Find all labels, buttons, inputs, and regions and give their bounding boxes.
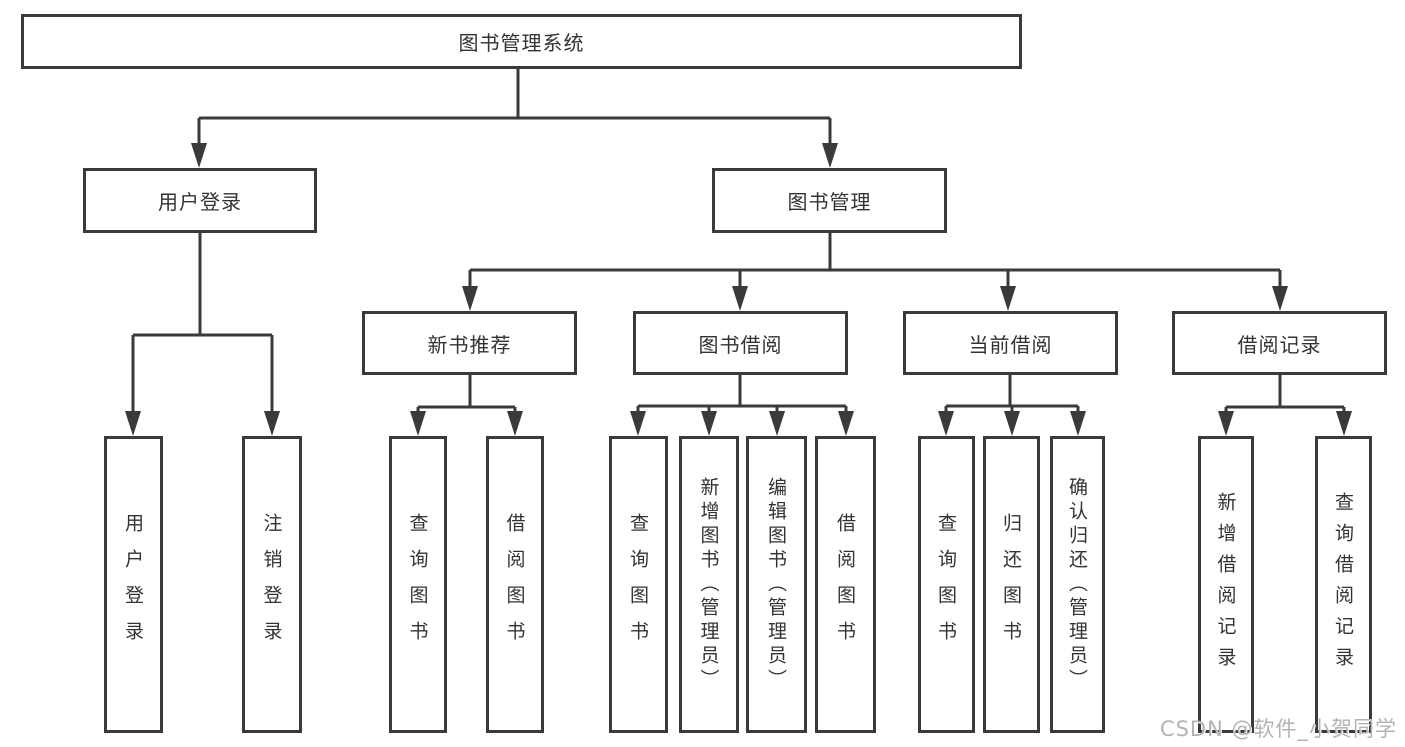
section-current-borrow-box: 当前借阅: [903, 311, 1118, 375]
leaf-newbook-borrow-box: 借阅图书: [486, 436, 544, 733]
leaf-borrow-edit-admin-label: 编辑图书（管理员）: [765, 476, 787, 693]
section-book-borrow-label: 图书借阅: [698, 332, 783, 357]
leaf-borrow-borrow-label: 借阅图书: [834, 512, 856, 657]
leaf-borrow-add-admin-box: 新增图书（管理员）: [679, 436, 739, 733]
leaf-borrow-borrow-box: 借阅图书: [815, 436, 876, 733]
leaf-record-query-box: 查询借阅记录: [1315, 436, 1372, 733]
leaf-borrow-query-box: 查询图书: [609, 436, 668, 733]
branch-book-management-box: 图书管理: [712, 168, 947, 233]
leaf-current-return-label: 归还图书: [1000, 512, 1022, 657]
branch-book-management-label: 图书管理: [787, 190, 872, 214]
leaf-logout-box: 注销登录: [242, 436, 302, 733]
leaf-current-confirm-admin-label: 确认归还（管理员）: [1066, 476, 1088, 693]
branch-user-login-label: 用户登录: [158, 190, 242, 214]
leaf-newbook-query-label: 查询图书: [406, 512, 429, 657]
csdn-watermark: CSDN @软件_小贺同学: [1159, 717, 1397, 741]
section-new-book-box: 新书推荐: [362, 311, 577, 375]
section-new-book-label: 新书推荐: [427, 332, 512, 357]
leaf-user-login-label: 用户登录: [122, 512, 144, 657]
leaf-record-add-box: 新增借阅记录: [1198, 436, 1254, 733]
leaf-record-query-label: 查询借阅记录: [1332, 491, 1354, 678]
leaf-current-query-box: 查询图书: [918, 436, 975, 733]
leaf-current-return-box: 归还图书: [983, 436, 1040, 733]
root-box-system: 图书管理系统: [21, 14, 1022, 69]
leaf-newbook-borrow-label: 借阅图书: [503, 512, 526, 657]
section-current-borrow-label: 当前借阅: [968, 332, 1053, 357]
leaf-logout-label: 注销登录: [260, 512, 283, 657]
leaf-current-confirm-admin-box: 确认归还（管理员）: [1050, 436, 1105, 733]
leaf-newbook-query-box: 查询图书: [389, 436, 447, 733]
section-borrow-record-label: 借阅记录: [1237, 332, 1322, 357]
arrowhead-icons: [125, 143, 1352, 436]
leaf-user-login-box: 用户登录: [104, 436, 163, 733]
leaf-borrow-query-label: 查询图书: [627, 512, 649, 657]
leaf-borrow-add-admin-label: 新增图书（管理员）: [697, 476, 720, 693]
section-borrow-record-box: 借阅记录: [1172, 311, 1387, 375]
leaf-record-add-label: 新增借阅记录: [1214, 491, 1237, 678]
root-label: 图书管理系统: [458, 31, 585, 55]
section-book-borrow-box: 图书借阅: [633, 311, 848, 375]
leaf-current-query-label: 查询图书: [935, 512, 957, 657]
branch-user-login-box: 用户登录: [83, 168, 317, 233]
leaf-borrow-edit-admin-box: 编辑图书（管理员）: [746, 436, 807, 733]
